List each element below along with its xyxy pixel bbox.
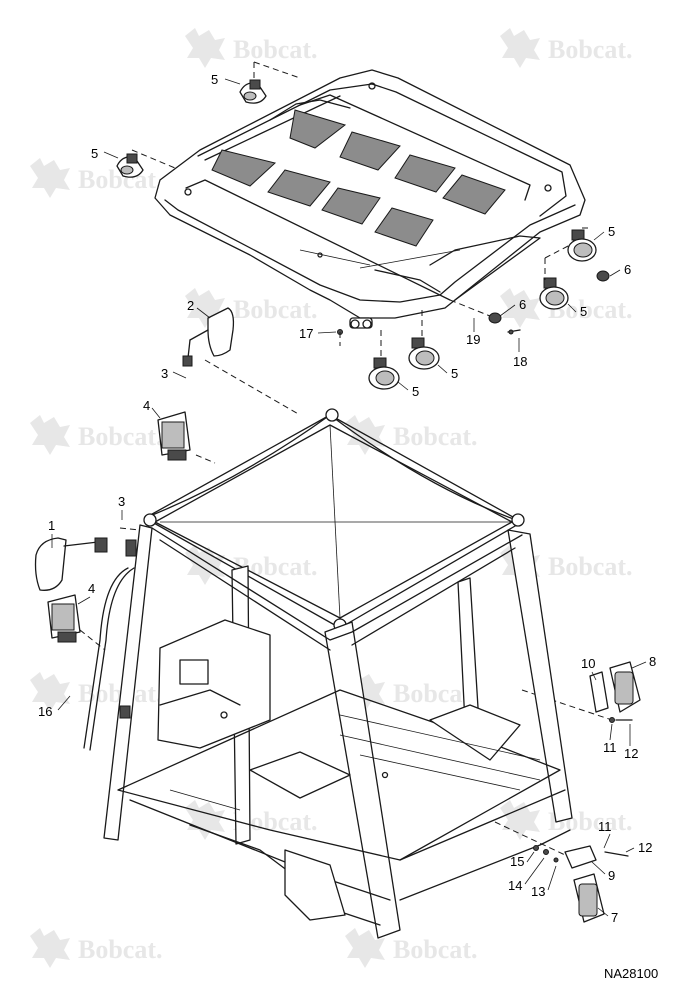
bobcat-logo-icon xyxy=(30,415,70,455)
watermark-text: Bobcat. xyxy=(548,552,633,581)
bobcat-logo-icon xyxy=(30,928,70,968)
roof-window-pane xyxy=(374,207,434,247)
callout-8: 8 xyxy=(649,654,656,669)
callout-5: 5 xyxy=(608,224,615,239)
callout-18: 18 xyxy=(513,354,527,369)
callout-17: 17 xyxy=(299,326,313,341)
work-light xyxy=(239,79,267,104)
callout-4: 4 xyxy=(143,398,150,413)
work-light xyxy=(116,153,144,178)
work-light xyxy=(567,229,597,262)
grommet xyxy=(337,270,610,335)
watermark: Bobcat. xyxy=(500,800,633,840)
callout-7: 7 xyxy=(611,910,618,925)
watermark: Bobcat. xyxy=(185,545,318,585)
watermark-text: Bobcat. xyxy=(393,935,478,964)
cab-frame xyxy=(83,408,573,939)
callout-3: 3 xyxy=(118,494,125,509)
watermark-text: Bobcat. xyxy=(78,935,163,964)
bobcat-logo-icon xyxy=(30,672,70,712)
figure-code: NA28100 xyxy=(604,966,658,981)
callout-6: 6 xyxy=(624,262,631,277)
bobcat-logo-icon xyxy=(500,28,540,68)
roof-window-pane xyxy=(289,109,347,149)
mirror-left xyxy=(34,537,137,591)
watermark: Bobcat. xyxy=(185,288,318,328)
callout-6: 6 xyxy=(519,297,526,312)
callout-labels: 5 5 5 6 5 6 19 18 17 5 5 2 3 4 3 1 4 16 … xyxy=(38,72,656,925)
watermark-text: Bobcat. xyxy=(393,422,478,451)
watermark: Bobcat. xyxy=(345,928,478,968)
work-light xyxy=(408,337,440,370)
watermark-text: Bobcat. xyxy=(548,35,633,64)
bobcat-logo-icon xyxy=(500,800,540,840)
watermark: Bobcat. xyxy=(30,158,163,198)
side-light-upper xyxy=(589,661,641,723)
callout-1: 1 xyxy=(48,518,55,533)
bobcat-logo-icon xyxy=(500,288,540,328)
bobcat-logo-icon xyxy=(30,158,70,198)
cab-work-light-upper xyxy=(157,411,191,461)
mirror-right xyxy=(182,307,235,367)
work-light xyxy=(368,357,400,390)
callout-3: 3 xyxy=(161,366,168,381)
bobcat-logo-icon xyxy=(185,800,225,840)
callout-15: 15 xyxy=(510,854,524,869)
callout-16: 16 xyxy=(38,704,52,719)
bobcat-logo-icon xyxy=(345,928,385,968)
roof-window-pane xyxy=(267,169,331,207)
work-light xyxy=(539,277,569,310)
callout-11: 11 xyxy=(603,740,617,755)
side-light-lower xyxy=(533,845,629,923)
roof-window-pane xyxy=(321,187,381,225)
callout-2: 2 xyxy=(187,298,194,313)
watermark: Bobcat. xyxy=(185,800,318,840)
callout-11: 11 xyxy=(598,819,612,834)
watermark: Bobcat. xyxy=(185,28,318,68)
bobcat-logo-icon xyxy=(185,28,225,68)
watermark-text: Bobcat. xyxy=(233,35,318,64)
roof-panel xyxy=(154,69,586,329)
callout-5: 5 xyxy=(91,146,98,161)
callout-5: 5 xyxy=(412,384,419,399)
callout-19: 19 xyxy=(466,332,480,347)
watermark-text: Bobcat. xyxy=(78,422,163,451)
callout-14: 14 xyxy=(508,878,522,893)
roof-window-pane xyxy=(339,131,401,171)
bobcat-logo-icon xyxy=(185,545,225,585)
watermark: Bobcat. xyxy=(500,28,633,68)
callout-5: 5 xyxy=(451,366,458,381)
cab-work-light-lower xyxy=(47,594,81,643)
roof-window-pane xyxy=(394,154,456,193)
callout-4: 4 xyxy=(88,581,95,596)
watermark: Bobcat. xyxy=(30,415,163,455)
roof-window-pane xyxy=(442,174,506,215)
callout-12: 12 xyxy=(638,840,652,855)
callout-10: 10 xyxy=(581,656,595,671)
watermark-text: Bobcat. xyxy=(233,295,318,324)
callout-5: 5 xyxy=(211,72,218,87)
watermark: Bobcat. xyxy=(30,928,163,968)
callout-ticks xyxy=(51,78,647,917)
callout-13: 13 xyxy=(531,884,545,899)
callout-9: 9 xyxy=(608,868,615,883)
callout-5: 5 xyxy=(580,304,587,319)
callout-12: 12 xyxy=(624,746,638,761)
roof-window-pane xyxy=(211,149,277,187)
